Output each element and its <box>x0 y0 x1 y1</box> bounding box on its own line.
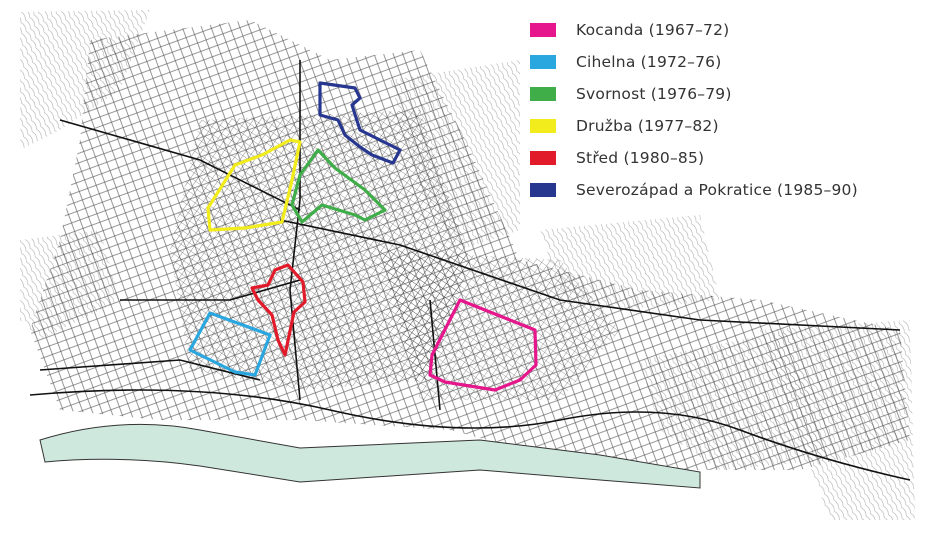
legend-swatch <box>530 23 556 37</box>
legend-item: Družba (1977–82) <box>530 110 858 142</box>
legend-swatch <box>530 151 556 165</box>
street-network <box>30 20 910 470</box>
river <box>39 423 701 489</box>
main-roads <box>29 60 911 481</box>
district-severozapad-outline <box>318 81 402 165</box>
district-svornost-outline <box>290 148 387 224</box>
district-stred-outline <box>250 263 307 357</box>
legend-item: Cihelna (1972–76) <box>530 46 858 78</box>
legend-label: Cihelna (1972–76) <box>576 53 722 71</box>
legend-label: Severozápad a Pokratice (1985–90) <box>576 181 858 199</box>
legend-label: Svornost (1976–79) <box>576 85 732 103</box>
legend-item: Střed (1980–85) <box>530 142 858 174</box>
legend-item: Kocanda (1967–72) <box>530 14 858 46</box>
district-outlines <box>188 81 538 392</box>
legend: Kocanda (1967–72) Cihelna (1972–76) Svorno… <box>530 14 858 206</box>
legend-label: Družba (1977–82) <box>576 117 719 135</box>
legend-swatch <box>530 119 556 133</box>
district-kocanda-outline <box>428 298 538 392</box>
legend-swatch <box>530 87 556 101</box>
legend-swatch <box>530 55 556 69</box>
legend-item: Svornost (1976–79) <box>530 78 858 110</box>
district-cihelna-outline <box>188 311 272 377</box>
legend-swatch <box>530 183 556 197</box>
legend-item: Severozápad a Pokratice (1985–90) <box>530 174 858 206</box>
district-druzba-outline <box>206 138 302 232</box>
legend-label: Kocanda (1967–72) <box>576 21 730 39</box>
legend-label: Střed (1980–85) <box>576 149 705 167</box>
